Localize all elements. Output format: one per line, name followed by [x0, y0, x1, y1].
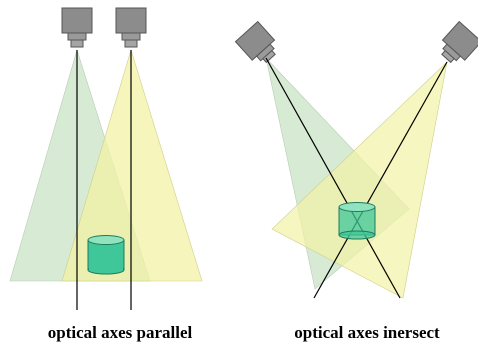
left-panel [9, 7, 203, 310]
camera-icon [61, 7, 93, 34]
cylinder-object-icon [87, 235, 125, 275]
left-camera-1 [61, 7, 93, 48]
camera-lens-tip [124, 39, 138, 48]
right-camera-1 [234, 20, 276, 64]
left-yellow-view-cone [61, 48, 203, 282]
camera-lens [67, 32, 87, 41]
right-camera-2 [441, 20, 478, 64]
left-caption: optical axes parallel [47, 323, 193, 342]
right-optical-axis-2 [313, 61, 448, 299]
right-yellow-view-cone [271, 61, 448, 299]
right-caption: optical axes inersect [294, 323, 440, 342]
camera-lens-tip [70, 39, 84, 48]
camera-icon [115, 7, 147, 34]
camera-lens [121, 32, 141, 41]
right-optical-axis-1 [265, 57, 401, 299]
right-panel [234, 20, 478, 299]
camera-lens-tip [441, 49, 455, 64]
cylinder-object-icon [338, 202, 376, 240]
left-camera-2 [115, 7, 147, 48]
camera-lens-tip [262, 49, 276, 64]
